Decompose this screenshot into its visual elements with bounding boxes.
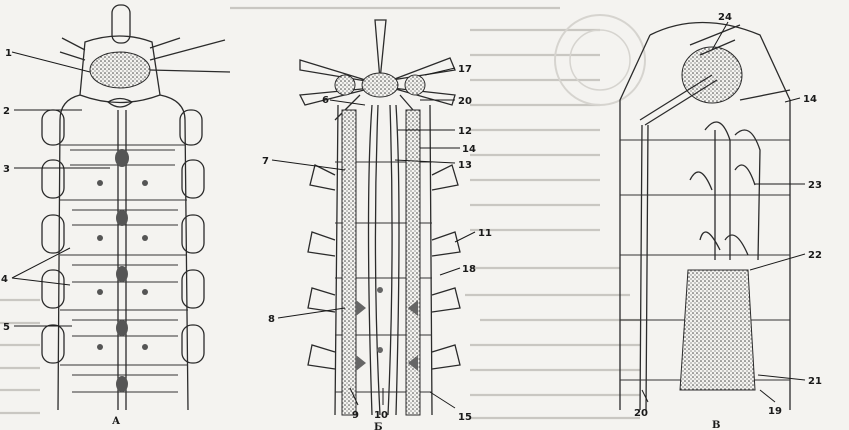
label-b-7: 7 [262,156,269,167]
label-c-19: 19 [768,406,782,417]
label-c-24: 24 [718,12,732,23]
panel-a: 1 2 3 4 5 А [1,5,230,427]
label-b-15: 15 [458,412,472,423]
panel-b: 6 7 8 9 10 11 12 13 14 15 17 18 20 Б [262,20,492,430]
label-b-10: 10 [374,410,388,421]
label-b-14: 14 [462,144,476,155]
caption-a: А [112,416,121,427]
label-a-1: 1 [5,48,12,59]
label-c-23: 23 [808,180,822,191]
label-a-3: 3 [3,164,10,175]
label-b-20: 20 [458,96,472,107]
caption-c: В [712,420,720,430]
label-b-8: 8 [268,314,275,325]
panel-c: 24 14 23 22 21 20 19 В [620,12,822,430]
label-b-18: 18 [462,264,476,275]
label-c-21: 21 [808,376,822,387]
label-c-20: 20 [634,408,648,419]
caption-b: Б [374,422,383,430]
label-b-13: 13 [458,160,472,171]
label-b-11: 11 [478,228,492,239]
label-b-9: 9 [352,410,359,421]
label-b-12: 12 [458,126,472,137]
label-a-2: 2 [3,106,10,117]
label-a-5: 5 [3,322,10,333]
label-b-17: 17 [458,64,472,75]
label-a-4: 4 [1,274,8,285]
label-c-14: 14 [803,94,817,105]
label-b-6: 6 [322,95,329,106]
label-c-22: 22 [808,250,822,261]
